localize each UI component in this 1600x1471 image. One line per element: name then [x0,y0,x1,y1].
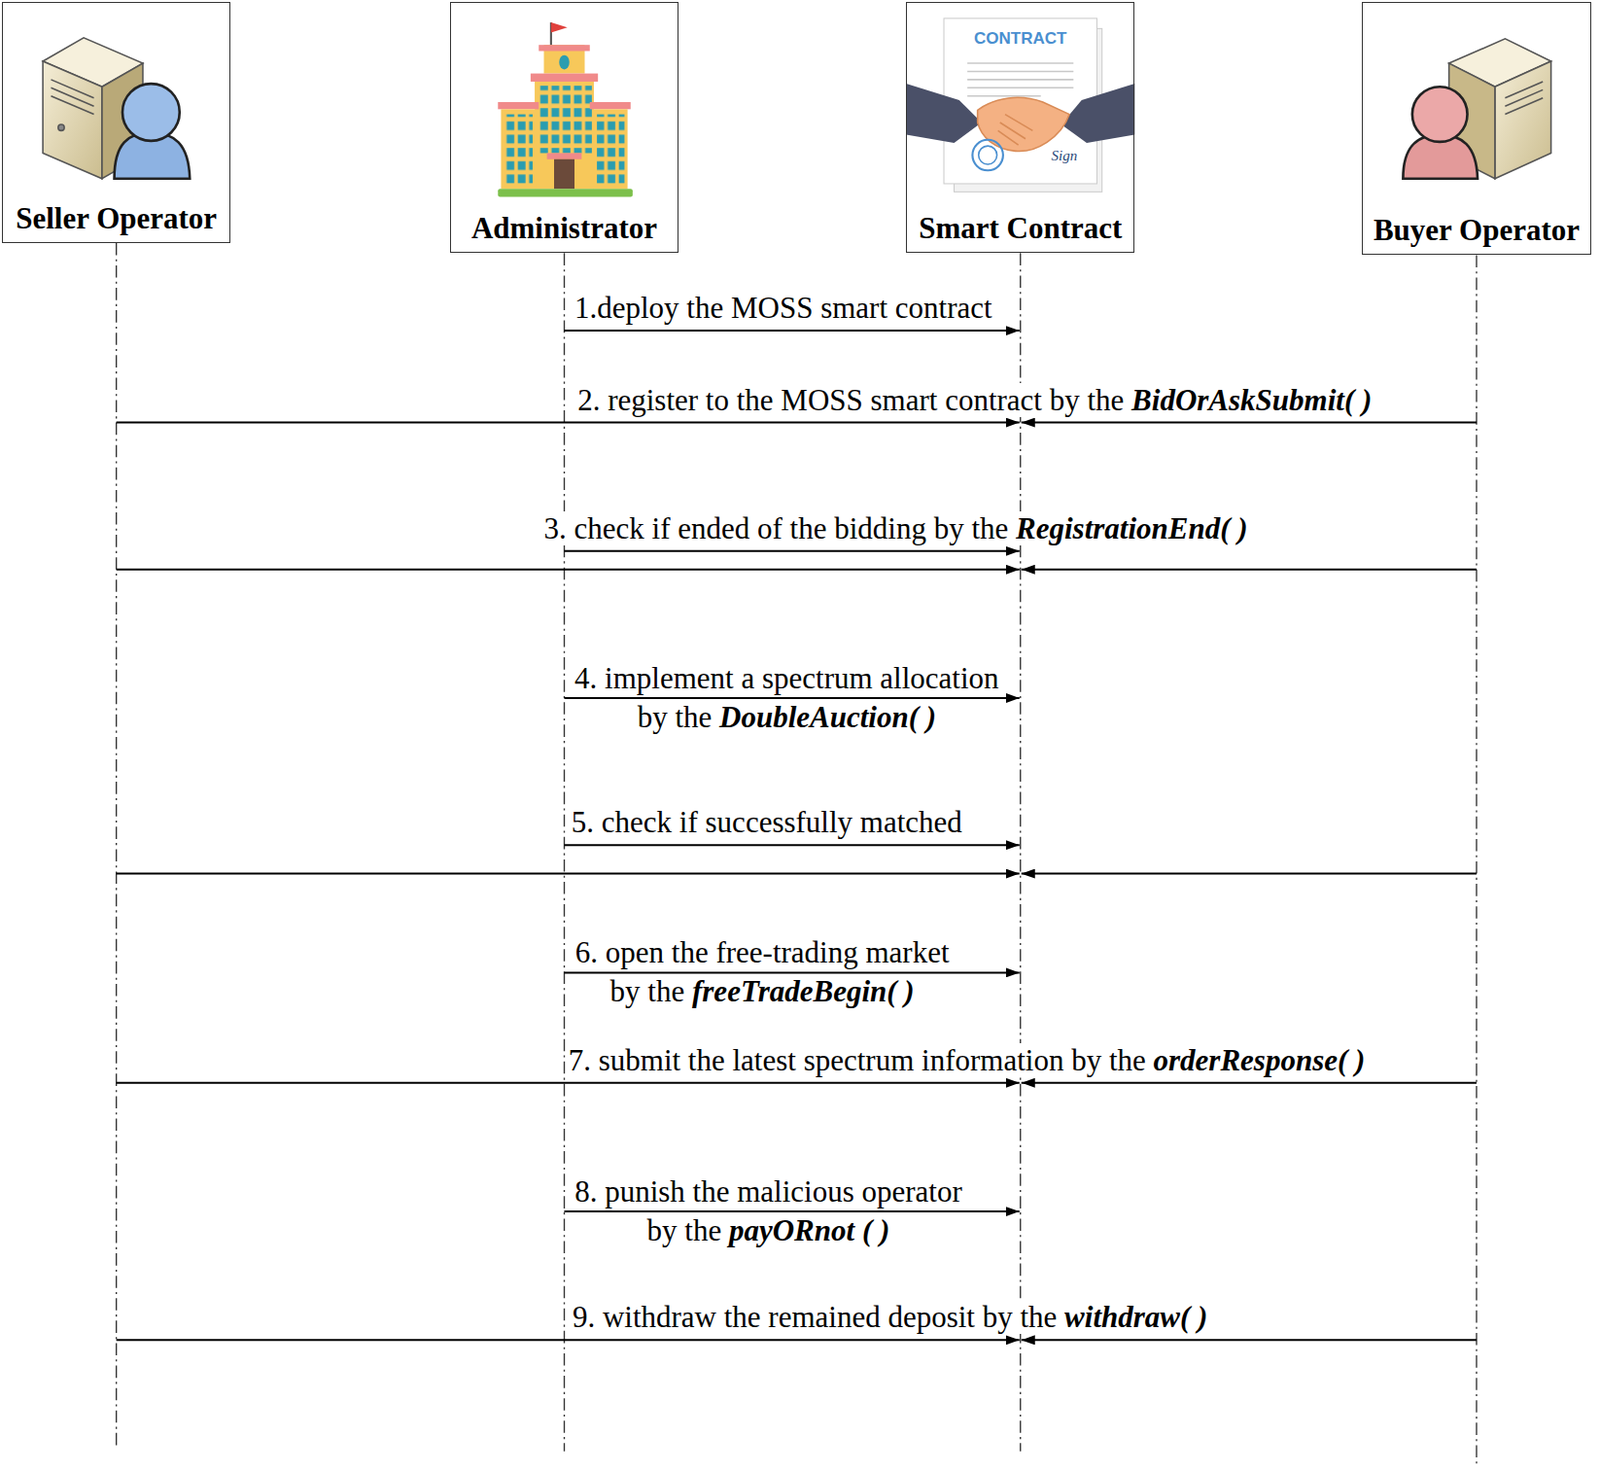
signature: Sign [1051,147,1079,165]
message-label-box: 6. open the free-trading market by the f… [565,933,960,1011]
message-arrow [564,329,1020,332]
function-name: BidOrAskSubmit( ) [1131,382,1372,418]
function-name: orderResponse( ) [1153,1043,1366,1078]
message-arrow [1021,421,1477,424]
document-heading: CONTRACT [973,29,1067,49]
label-part: 1.deploy the MOSS smart contract [574,290,993,325]
function-name: RegistrationEnd( ) [1015,511,1249,546]
actor-name: Buyer Operator [1373,212,1580,254]
message-arrow [564,843,1020,846]
label-part: 7. submit the latest spectrum informatio… [568,1043,1154,1078]
message-arrow [1021,1081,1477,1084]
message-label: 5. check if successfully matched [571,804,963,839]
message-arrow [564,696,1020,699]
message-label-box: 8. punish the malicious operator by the … [564,1172,972,1251]
message-arrow [1021,872,1477,875]
message-label: 4. implement a spectrum allocation by th… [574,660,999,734]
message-arrow [116,1081,1020,1084]
person-icon [1402,86,1478,178]
actor-name: Seller Operator [15,201,217,243]
function-name: withdraw( ) [1064,1299,1208,1334]
message-label: 7. submit the latest spectrum informatio… [568,1043,1366,1078]
person-icon [114,83,191,179]
message-label-box: 4. implement a spectrum allocation by th… [565,659,1009,737]
message-label: 3. check if ended of the bidding by the … [544,511,1249,546]
building-icon [497,22,633,198]
message-label-box: 3. check if ended of the bidding by the … [544,510,1249,548]
function-name: freeTradeBegin( ) [692,973,915,1009]
lifelines [116,243,1477,1466]
message-label-box: 1.deploy the MOSS smart contract [574,289,993,327]
message-label: 1.deploy the MOSS smart contract [574,290,993,325]
label-part: 9. withdraw the remained deposit by the [572,1299,1065,1334]
function-name: DoubleAuction( ) [719,699,937,734]
message-label: 2. register to the MOSS smart contract b… [577,382,1372,418]
actor-name: Administrator [471,210,658,252]
message-arrow [116,421,1020,424]
message-arrow [1021,568,1477,571]
message-arrow [564,1210,1020,1213]
message-arrow [116,1338,1020,1341]
message-arrow [564,550,1020,553]
function-name: payORnot ( ) [729,1213,890,1248]
message-label-box: 5. check if successfully matched [571,803,963,841]
message-label-box: 9. withdraw the remained deposit by the … [572,1298,1208,1336]
actor-box: Buyer Operator [1361,1,1591,255]
actor-box: Administrator [450,1,679,253]
message-label: 9. withdraw the remained deposit by the … [572,1299,1208,1334]
label-part: 5. check if successfully matched [571,804,963,839]
label-part: 3. check if ended of the bidding by the [544,511,1017,546]
message-arrow [1021,1338,1477,1341]
message-arrow [116,568,1020,571]
actor-box: Seller Operator [1,1,231,244]
label-part: 2. register to the MOSS smart contract b… [577,382,1132,418]
message-label-box: 2. register to the MOSS smart contract b… [577,382,1372,419]
message-label: 6. open the free-trading market by the f… [575,935,950,1009]
message-label-box: 7. submit the latest spectrum informatio… [568,1042,1366,1079]
actor-name: Smart Contract [918,210,1122,252]
message-arrow [116,872,1020,875]
contract-icon [905,18,1135,192]
message-label: 8. punish the malicious operator by the … [574,1174,963,1248]
